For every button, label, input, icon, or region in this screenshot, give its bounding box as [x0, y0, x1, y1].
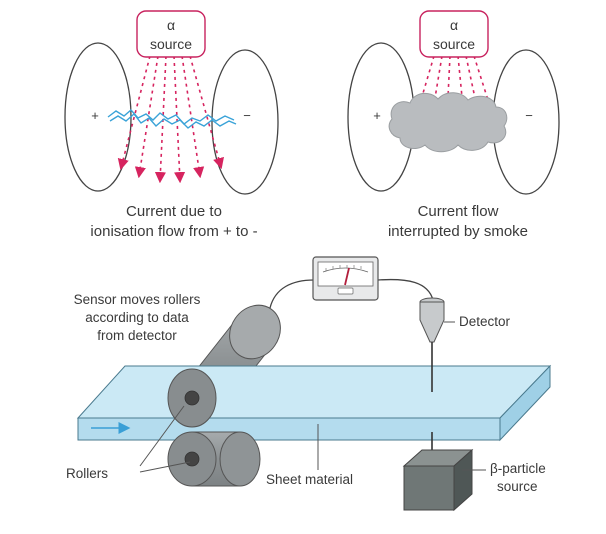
alpha-source-box	[419, 10, 489, 58]
leader-lines	[139, 321, 486, 473]
detector	[419, 297, 445, 392]
plus-sign: +	[91, 108, 99, 123]
thickness-gauge-panel: Sensor moves rollers according to data f…	[66, 256, 552, 512]
alpha-source-box	[136, 10, 206, 58]
smoke-cloud	[388, 92, 508, 153]
source-word: source	[433, 36, 475, 52]
sensor-label-line-2: according to data	[85, 310, 189, 325]
ionisation-panel: + − α source Current due to ionisation f…	[64, 10, 279, 240]
caption-line-2: interrupted by smoke	[388, 223, 528, 240]
meter	[312, 256, 379, 301]
minus-sign: −	[525, 108, 533, 123]
ionisation-current	[107, 109, 237, 129]
minus-sign: −	[243, 108, 251, 123]
bottom-roller	[167, 431, 261, 487]
caption-line-2: ionisation flow from + to -	[90, 223, 257, 240]
rollers-label: Rollers	[66, 466, 108, 481]
beta-source-box	[402, 448, 474, 512]
sheet-material-label: Sheet material	[266, 472, 353, 487]
alpha-particle-arrows	[117, 55, 224, 184]
smoke-panel: + − α source Current flow interrupted by…	[347, 10, 560, 240]
meter-needle	[344, 267, 350, 286]
alpha-particle-arrows-blocked	[420, 55, 489, 101]
caption-line-1: Current due to	[126, 203, 222, 220]
detector-label: Detector	[459, 314, 511, 329]
sensor-label-line-1: Sensor moves rollers	[74, 292, 201, 307]
alpha-symbol: α	[167, 17, 175, 33]
top-roller-end	[167, 368, 217, 428]
plus-sign: +	[373, 108, 381, 123]
beta-source-label-line-1: β-particle	[490, 461, 546, 476]
negative-plate	[211, 49, 279, 195]
caption-line-1: Current flow	[418, 203, 499, 220]
source-word: source	[150, 36, 192, 52]
meter-to-detector-wire	[377, 278, 434, 301]
beta-source-label-line-2: source	[497, 479, 538, 494]
alpha-symbol: α	[450, 17, 458, 33]
sensor-label-line-3: from detector	[97, 328, 177, 343]
meter-to-roller-wire	[269, 279, 315, 309]
sheet-material	[76, 364, 552, 442]
